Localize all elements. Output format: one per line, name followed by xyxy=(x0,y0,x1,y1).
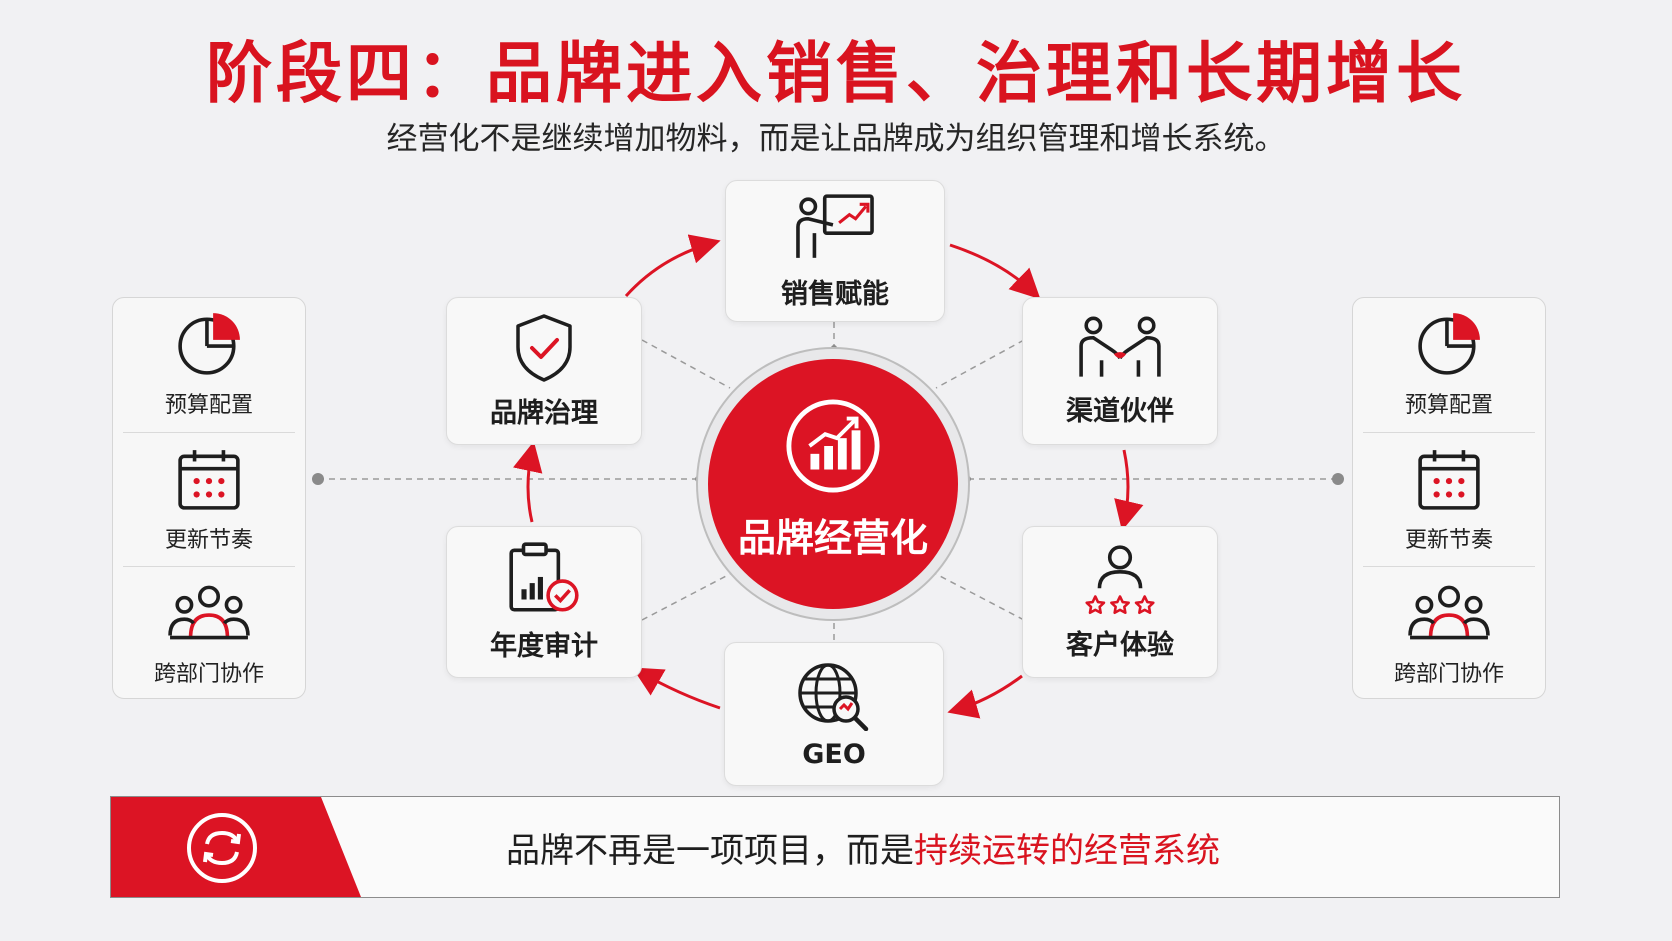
handshake-icon xyxy=(1079,316,1161,377)
calendar-icon xyxy=(1418,449,1480,510)
team-icon xyxy=(168,585,250,639)
node-label: GEO xyxy=(802,738,866,770)
right-item-schedule[interactable]: 更新节奏 xyxy=(1363,432,1535,566)
right-item-label: 更新节奏 xyxy=(1404,527,1493,553)
audit-clipboard-icon xyxy=(509,541,579,612)
page-subtitle: 经营化不是继续增加物料，而是让品牌成为组织管理和增长系统。 xyxy=(386,121,1286,157)
calendar-icon xyxy=(178,449,240,510)
node-brand-governance[interactable]: 品牌治理 xyxy=(446,297,642,445)
right-item-budget[interactable]: 预算配置 xyxy=(1353,298,1545,432)
left-panel: 预算配置 更新节奏 跨部门协作 xyxy=(112,297,306,699)
node-annual-audit[interactable]: 年度审计 xyxy=(446,526,642,678)
left-item-schedule[interactable]: 更新节奏 xyxy=(123,432,295,566)
banner-text-highlight: 持续运转的经营系统 xyxy=(914,830,1220,871)
shield-check-icon xyxy=(516,313,572,382)
right-item-label: 预算配置 xyxy=(1404,393,1493,418)
node-sales-enablement[interactable]: 销售赋能 xyxy=(725,180,945,322)
bottom-banner: 品牌不再是一项项目，而是持续运转的经营系统 xyxy=(110,796,1560,898)
presentation-icon xyxy=(796,193,874,258)
node-label: 品牌治理 xyxy=(490,397,598,429)
node-customer-experience[interactable]: 客户体验 xyxy=(1022,526,1218,678)
node-label: 销售赋能 xyxy=(781,278,889,310)
pie-chart-icon xyxy=(1418,313,1480,375)
node-label: 客户体验 xyxy=(1066,629,1174,661)
left-item-budget[interactable]: 预算配置 xyxy=(113,298,305,432)
cycle-arrows-icon xyxy=(187,813,257,883)
hub-label: 品牌经营化 xyxy=(737,515,928,560)
left-item-label: 跨部门协作 xyxy=(153,661,264,687)
page-title: 阶段四：品牌进入销售、治理和长期增长 xyxy=(206,35,1466,112)
globe-search-icon xyxy=(798,662,869,731)
banner-text-plain: 品牌不再是一项项目，而是 xyxy=(506,830,914,871)
right-item-collaboration[interactable]: 跨部门协作 xyxy=(1363,566,1535,700)
central-hub[interactable]: 品牌经营化 xyxy=(708,359,958,609)
banner-text: 品牌不再是一项项目，而是持续运转的经营系统 xyxy=(506,797,1220,897)
node-label: 年度审计 xyxy=(490,630,598,662)
node-label: 渠道伙伴 xyxy=(1066,395,1174,427)
team-icon xyxy=(1408,585,1490,639)
banner-accent xyxy=(111,797,361,897)
left-item-label: 预算配置 xyxy=(164,393,253,418)
left-item-label: 更新节奏 xyxy=(164,527,253,553)
node-channel-partners[interactable]: 渠道伙伴 xyxy=(1022,297,1218,445)
right-item-label: 跨部门协作 xyxy=(1393,661,1504,687)
node-geo[interactable]: GEO xyxy=(724,642,944,786)
pie-chart-icon xyxy=(178,313,240,375)
left-item-collaboration[interactable]: 跨部门协作 xyxy=(123,566,295,700)
customer-rating-icon xyxy=(1085,544,1155,614)
right-panel: 预算配置 更新节奏 跨部门协作 xyxy=(1352,297,1546,699)
growth-chart-icon xyxy=(786,398,880,493)
